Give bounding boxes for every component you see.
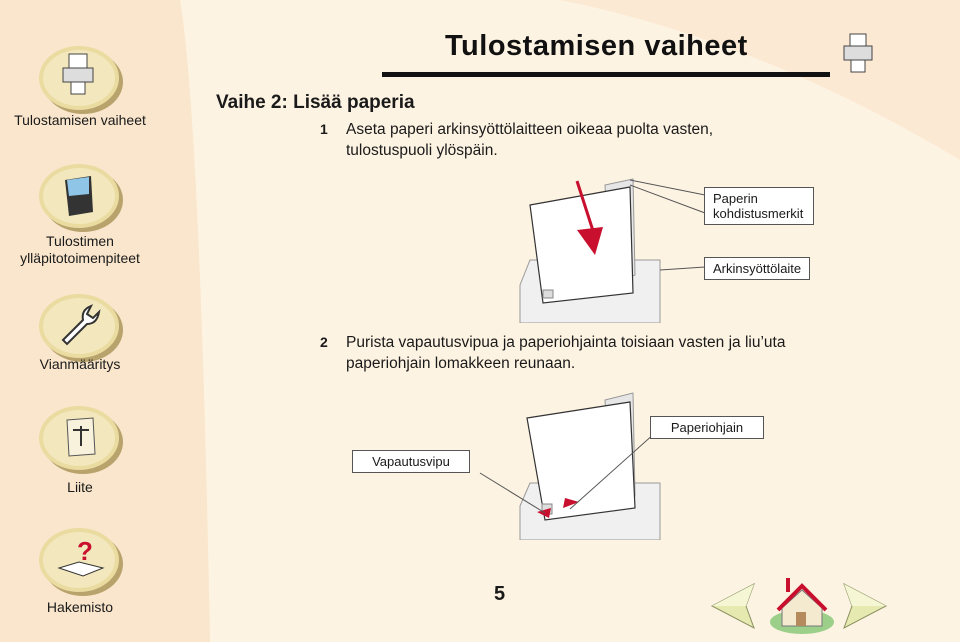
nav-label-maintenance-line1: Tulostimen bbox=[46, 233, 114, 249]
nav-label-index: Hakemisto bbox=[46, 599, 114, 615]
step-number-2: 2 bbox=[320, 334, 328, 350]
home-icon[interactable] bbox=[768, 576, 836, 636]
callout-alignment-marks: Paperin kohdistusmerkit bbox=[704, 187, 814, 225]
title-rule bbox=[382, 72, 830, 77]
callout-sheet-feeder: Arkinsyöttölaite bbox=[704, 257, 811, 280]
callout-alignment-marks-line2: kohdistusmerkit bbox=[713, 206, 804, 221]
printer-icon bbox=[843, 33, 873, 73]
printer-icon bbox=[39, 46, 123, 114]
step-2-text-line2: paperiohjain lomakkeen reunaan. bbox=[346, 355, 576, 372]
paper-guide-illustration bbox=[519, 392, 661, 540]
callout-paper-guide: Paperiohjain bbox=[650, 416, 764, 439]
ink-cartridge-icon bbox=[39, 164, 123, 232]
nav-label-troubleshooting: Vianmääritys bbox=[39, 356, 121, 372]
nav-label-appendix: Liite bbox=[67, 479, 93, 495]
step-number-1: 1 bbox=[320, 121, 328, 137]
page-title: Tulostamisen vaiheet bbox=[445, 30, 748, 62]
nav-label-maintenance-line2: ylläpitotoimenpiteet bbox=[20, 250, 140, 266]
nav-label-printing-steps: Tulostamisen vaiheet bbox=[14, 112, 146, 128]
help-book-icon: ? bbox=[39, 528, 123, 596]
step-1-text-line2: tulostuspuoli ylöspäin. bbox=[346, 142, 498, 159]
step-2-text-line1: Purista vapautusvipua ja paperiohjainta … bbox=[346, 334, 786, 351]
step-heading: Vaihe 2: Lisää paperia bbox=[216, 92, 415, 113]
callout-leader-lines-1 bbox=[629, 179, 706, 271]
paper-loading-illustration bbox=[519, 178, 661, 323]
next-arrow-icon[interactable] bbox=[840, 580, 890, 632]
svg-text:?: ? bbox=[77, 536, 93, 566]
callout-leader-lines-2 bbox=[479, 432, 656, 514]
callout-release-lever: Vapautusvipu bbox=[352, 450, 470, 473]
page-number: 5 bbox=[494, 583, 506, 605]
callout-alignment-marks-line1: Paperin bbox=[713, 191, 758, 206]
previous-arrow-icon[interactable] bbox=[708, 580, 758, 632]
wrench-icon bbox=[39, 294, 123, 362]
scroll-scales-icon bbox=[39, 406, 123, 474]
step-1-text-line1: Aseta paperi arkinsyöttölaitteen oikeaa … bbox=[346, 121, 714, 138]
